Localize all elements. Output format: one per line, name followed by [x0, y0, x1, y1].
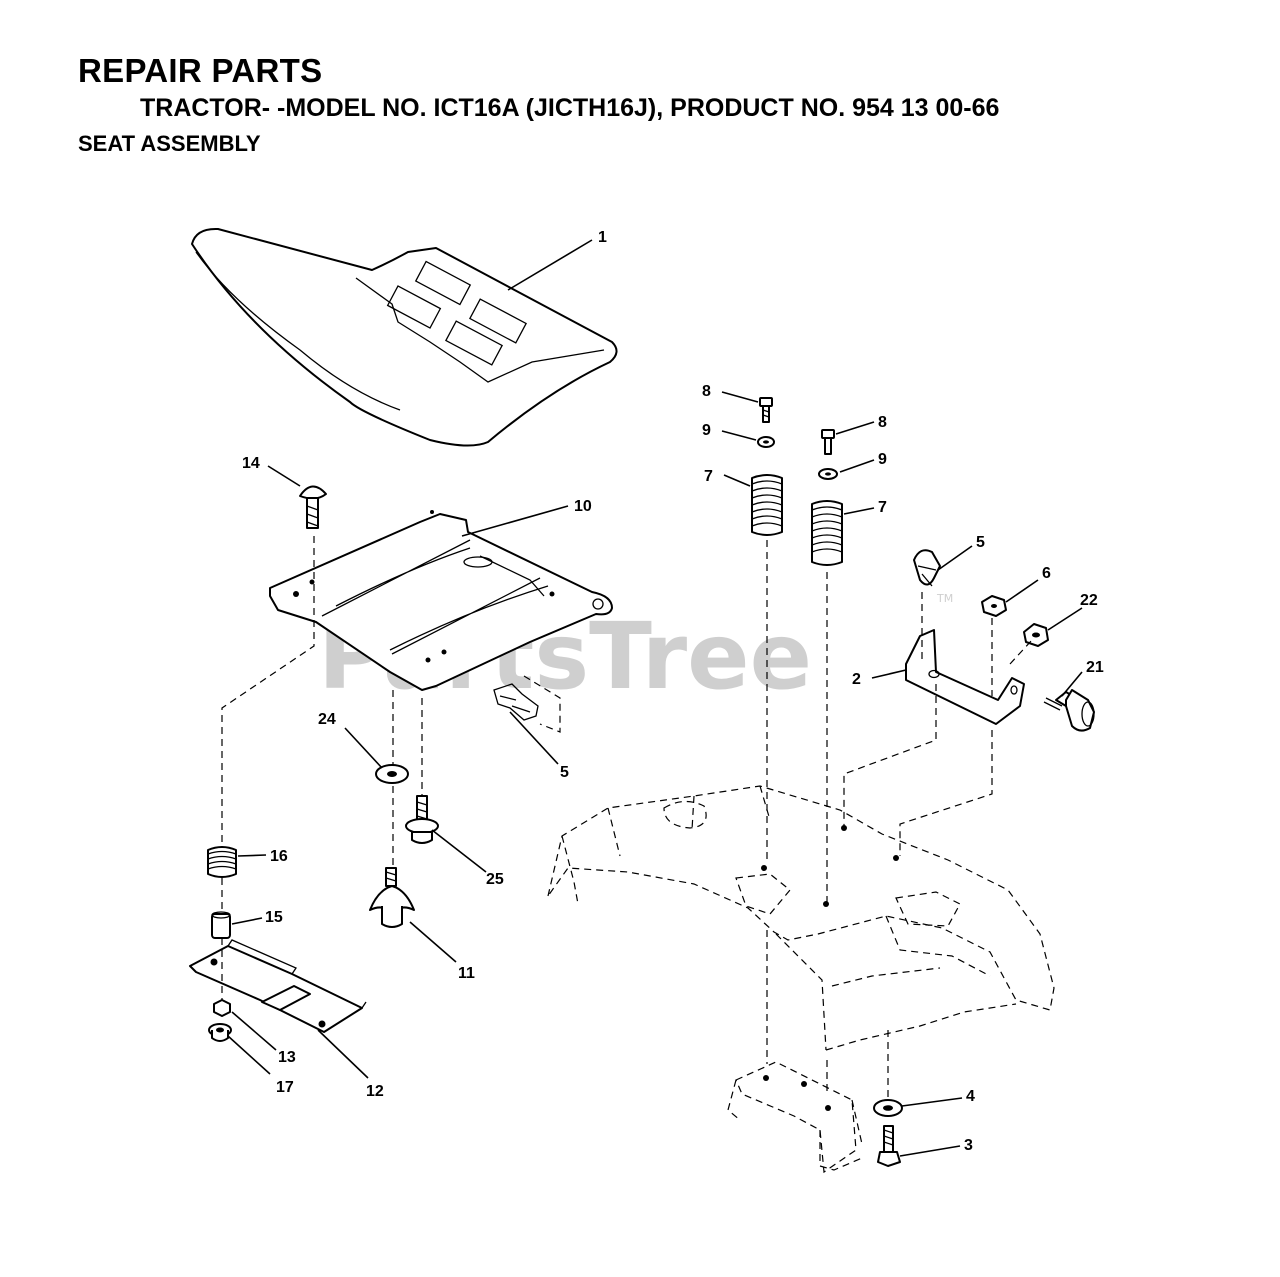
part-clip-upper[interactable]	[913, 549, 941, 587]
callout-10: 10	[574, 498, 592, 515]
part-washer-9-left[interactable]	[757, 436, 775, 448]
callout-8-right: 8	[878, 414, 887, 431]
callout-11: 11	[458, 965, 475, 982]
part-bolt-3[interactable]	[877, 1125, 901, 1167]
part-seat-bracket[interactable]	[189, 939, 367, 1033]
page-title: REPAIR PARTS	[78, 52, 323, 89]
callout-25: 25	[486, 871, 504, 888]
part-switch-bracket[interactable]	[905, 629, 1025, 725]
callout-7-left: 7	[704, 468, 713, 485]
callout-6: 6	[1042, 565, 1051, 582]
part-spacer[interactable]	[211, 911, 231, 939]
part-knob[interactable]	[369, 867, 415, 928]
part-washer-4[interactable]	[873, 1099, 903, 1117]
callout-9-right: 9	[878, 451, 887, 468]
part-washer-24[interactable]	[375, 764, 409, 784]
part-shoulder-bolt[interactable]	[405, 795, 439, 844]
tractor-mount-bracket	[727, 1061, 863, 1174]
part-spring-7-left[interactable]	[751, 474, 783, 536]
part-seat-switch[interactable]	[1043, 689, 1095, 732]
callout-8-left: 8	[702, 383, 711, 400]
part-locknut-17[interactable]	[208, 1023, 232, 1042]
callout-21: 21	[1086, 659, 1104, 676]
callout-9-left: 9	[702, 422, 711, 439]
callout-7-right: 7	[878, 499, 887, 516]
section-title: SEAT ASSEMBLY	[78, 131, 261, 156]
model-subtitle: TRACTOR- -MODEL NO. ICT16A (JICTH16J), P…	[140, 94, 1000, 122]
tractor-fender	[547, 785, 1055, 1051]
part-bolt-8-right[interactable]	[821, 429, 835, 455]
callout-5-lower: 5	[560, 764, 569, 781]
callout-24: 24	[318, 711, 336, 728]
watermark-tm: TM	[936, 592, 953, 605]
part-nut-6[interactable]	[981, 595, 1007, 617]
callout-4: 4	[966, 1088, 975, 1105]
part-washer-9-right[interactable]	[818, 468, 838, 480]
part-spring-7-right[interactable]	[811, 500, 843, 566]
callout-12: 12	[366, 1083, 384, 1100]
callout-17: 17	[276, 1079, 294, 1096]
part-seat-pan[interactable]	[269, 510, 613, 691]
callout-14: 14	[242, 455, 260, 472]
part-clip-lower[interactable]	[493, 675, 561, 733]
callout-5-upper: 5	[976, 534, 985, 551]
part-bolt-8-left[interactable]	[759, 397, 773, 423]
callout-22: 22	[1080, 592, 1098, 609]
part-seat[interactable]	[191, 227, 618, 447]
callout-15: 15	[265, 909, 283, 926]
part-spring-16[interactable]	[207, 846, 237, 878]
part-nut-22[interactable]	[1023, 623, 1049, 647]
callout-16: 16	[270, 848, 288, 865]
callout-13: 13	[278, 1049, 296, 1066]
callout-3: 3	[964, 1137, 973, 1154]
part-nut-13[interactable]	[213, 999, 231, 1017]
callout-2: 2	[852, 671, 861, 688]
part-carriage-bolt[interactable]	[299, 485, 327, 529]
callout-1: 1	[598, 229, 607, 246]
